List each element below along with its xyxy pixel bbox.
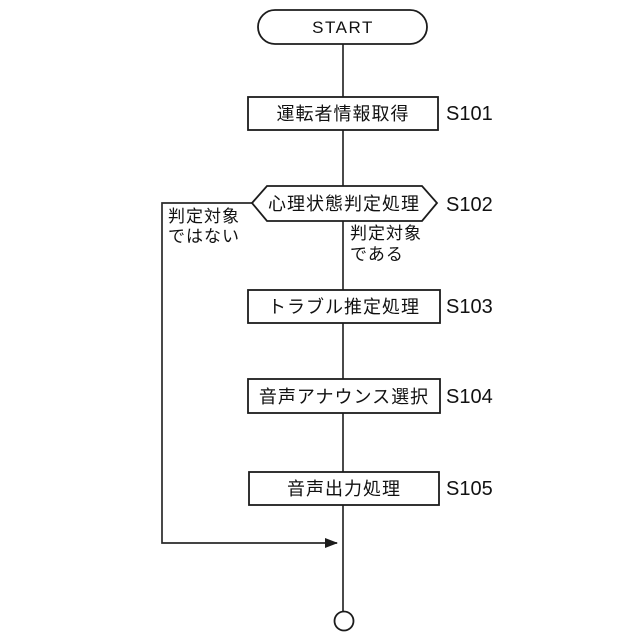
process-box-s101 [247,96,439,131]
branch-no-label-line1: 判定対象 [168,207,240,226]
process-label-s101: 運転者情報取得 [277,104,410,124]
start-terminator [257,9,428,45]
branch-yes-label-line2: である [350,245,404,264]
process-label-s105: 音声出力処理 [287,479,401,499]
decision-hexagon-s102 [250,185,439,222]
start-terminator-label: START [312,18,374,37]
process-label-s103: トラブル推定処理 [268,296,420,317]
step-number-s103: S103 [446,296,493,318]
connector-bypass-branch [161,202,338,548]
process-box-s104 [247,378,441,414]
process-box-s105 [248,471,440,506]
step-number-s105: S105 [446,478,493,500]
decision-label-s102: 心理状態判定処理 [268,194,420,214]
process-box-s103 [247,289,441,324]
step-number-s104: S104 [446,386,493,408]
branch-yes-label-line1: 判定対象 [350,224,422,243]
branch-no-label-line2: ではない [168,227,240,246]
step-number-s102: S102 [446,194,493,216]
process-label-s104: 音声アナウンス選択 [259,387,429,407]
step-number-s101: S101 [446,103,493,125]
end-terminal-circle [333,610,355,632]
